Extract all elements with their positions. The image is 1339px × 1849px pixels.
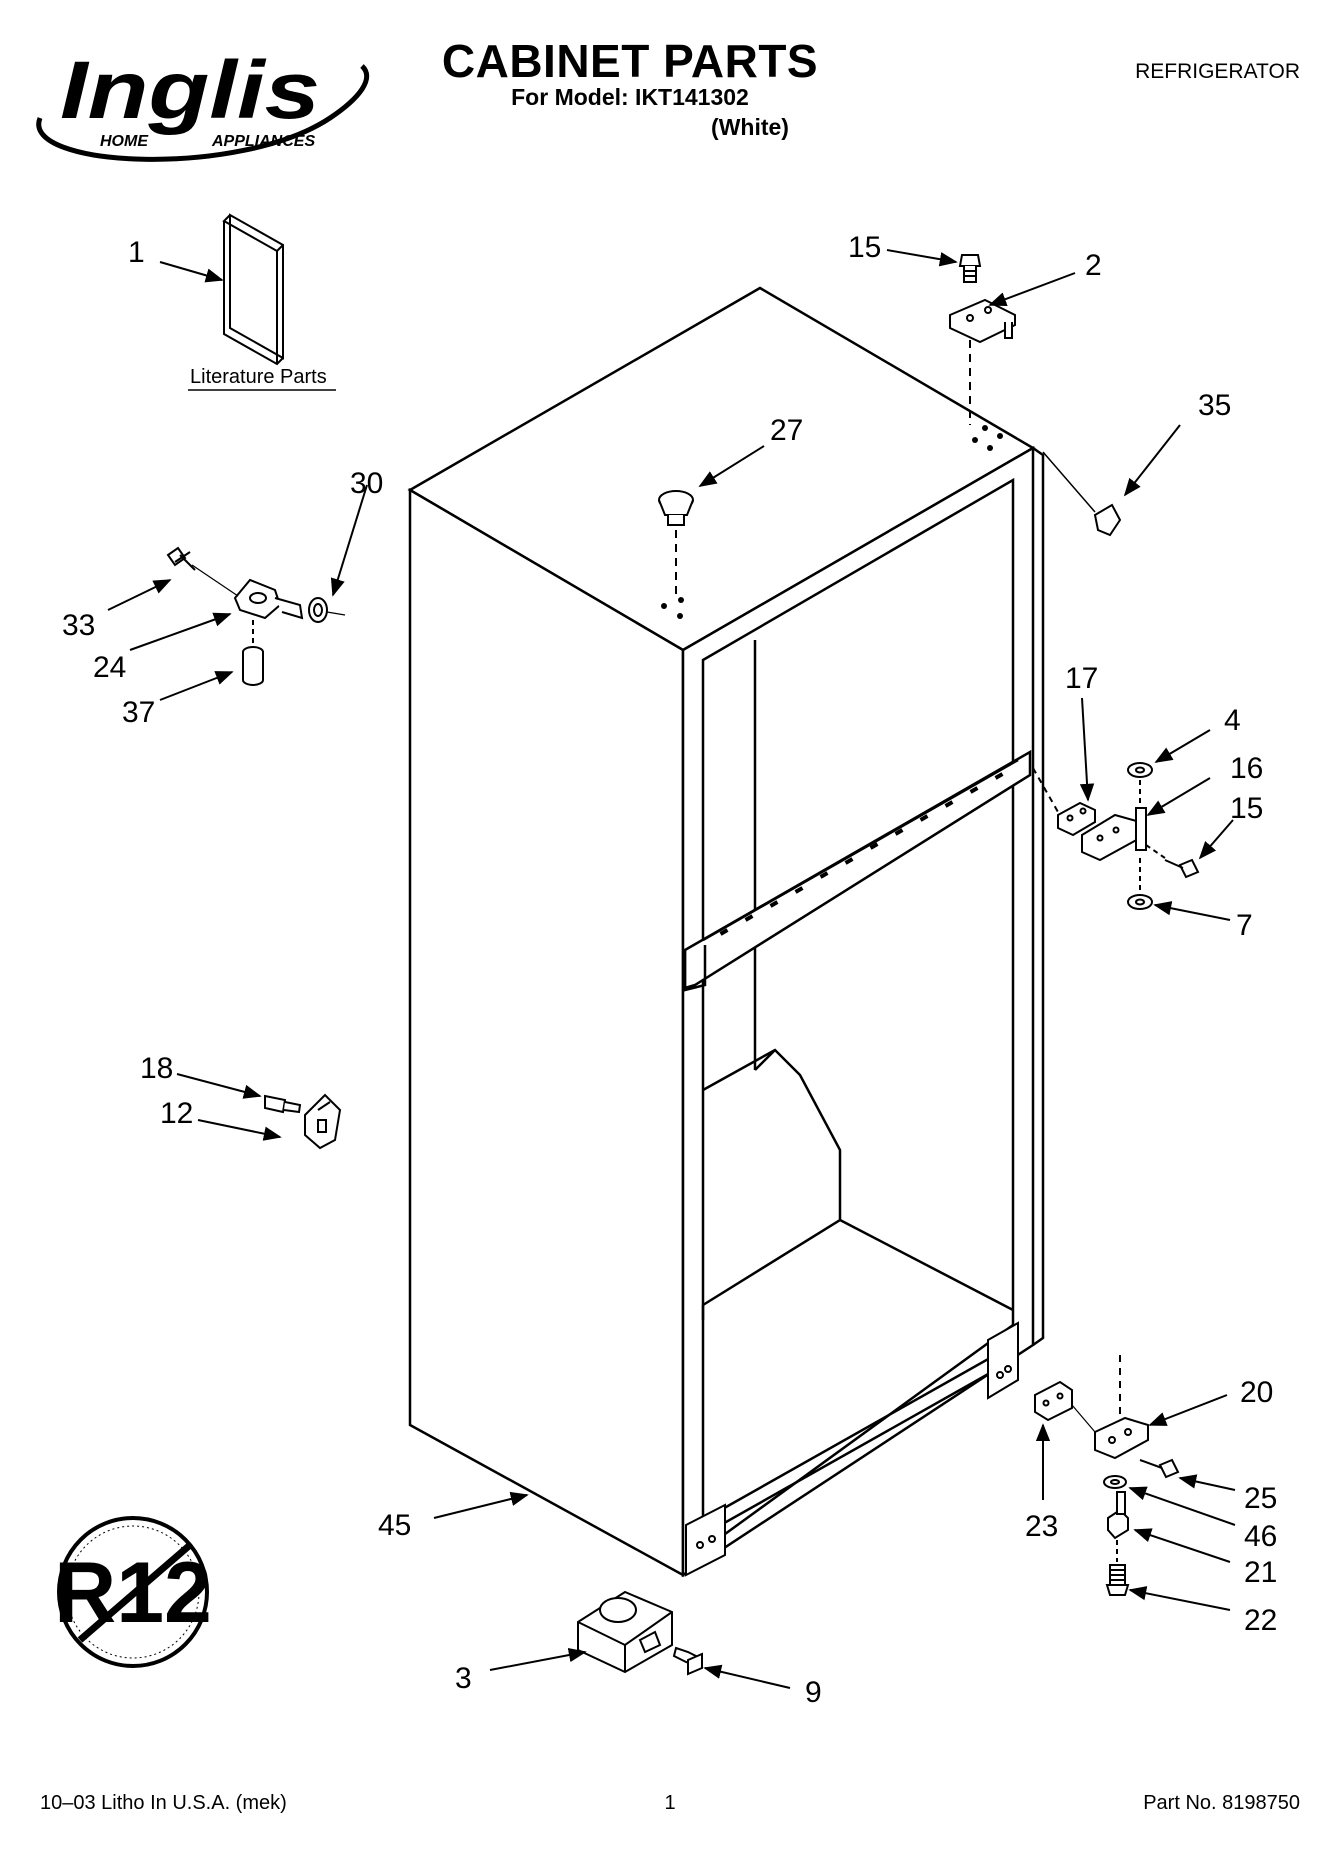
refrigerator-cabinet bbox=[407, 286, 1045, 1578]
part-30-roller bbox=[308, 597, 346, 623]
part-35-cap bbox=[1042, 451, 1122, 537]
callout-21: 21 bbox=[1244, 1556, 1277, 1589]
callout-7: 7 bbox=[1236, 909, 1253, 942]
callout-33: 33 bbox=[62, 609, 95, 642]
part-22-screw bbox=[1105, 1540, 1130, 1596]
part-23-shim bbox=[1034, 1380, 1073, 1422]
part-2-top-hinge bbox=[949, 298, 1016, 425]
callout-numbers: 1 15 2 27 35 30 33 24 37 17 4 16 15 7 18… bbox=[62, 231, 1277, 1709]
literature-caption: Literature Parts bbox=[190, 366, 327, 388]
part-17-shim bbox=[1032, 767, 1096, 837]
callout-22: 22 bbox=[1244, 1604, 1277, 1637]
callout-16: 16 bbox=[1230, 752, 1263, 785]
callout-24: 24 bbox=[93, 651, 126, 684]
callout-27: 27 bbox=[770, 414, 803, 447]
part-number: Part No. 8198750 bbox=[1143, 1792, 1300, 1814]
logo-sub-appliances: APPLIANCES bbox=[211, 133, 315, 150]
color-line: (White) bbox=[711, 114, 789, 140]
callout-17: 17 bbox=[1065, 662, 1098, 695]
callout-9: 9 bbox=[805, 1676, 822, 1709]
callout-1: 1 bbox=[128, 236, 145, 269]
category-label: REFRIGERATOR bbox=[1135, 60, 1300, 83]
callout-45: 45 bbox=[378, 1509, 411, 1542]
inglis-logo: Inglis HOME APPLIANCES bbox=[36, 45, 370, 162]
model-line: For Model: IKT141302 bbox=[511, 84, 749, 110]
logo-sub-home: HOME bbox=[100, 133, 149, 150]
literature-booklet bbox=[222, 213, 284, 366]
part-15-screw-top bbox=[958, 254, 982, 283]
callout-3: 3 bbox=[455, 1662, 472, 1695]
part-16-hinge bbox=[1081, 807, 1147, 862]
part-12-bracket bbox=[304, 1093, 342, 1150]
callout-25: 25 bbox=[1244, 1482, 1277, 1515]
callout-23: 23 bbox=[1025, 1510, 1058, 1543]
part-7-washer bbox=[1127, 858, 1153, 910]
part-18-screw bbox=[264, 1094, 302, 1114]
part-33-screw bbox=[166, 546, 196, 571]
part-3-roller-assembly bbox=[577, 1590, 673, 1674]
no-r12-symbol: R12 bbox=[54, 1516, 212, 1668]
callout-4: 4 bbox=[1224, 704, 1241, 737]
print-info: 10–03 Litho In U.S.A. (mek) bbox=[40, 1792, 287, 1814]
callout-12: 12 bbox=[160, 1097, 193, 1130]
part-4-washer bbox=[1127, 762, 1153, 805]
mullion-slots bbox=[719, 772, 1004, 936]
part-9-screw bbox=[672, 1646, 703, 1676]
part-37-spacer bbox=[242, 620, 264, 686]
leader-lines bbox=[107, 249, 1236, 1689]
callout-15-mid: 15 bbox=[1230, 792, 1263, 825]
callout-30: 30 bbox=[350, 467, 383, 500]
logo-wordmark: Inglis bbox=[60, 45, 320, 136]
part-24-bracket bbox=[191, 564, 304, 620]
part-15-screw-mid bbox=[1145, 844, 1200, 879]
part-20-hinge bbox=[1071, 1355, 1149, 1460]
callout-15-top: 15 bbox=[848, 231, 881, 264]
page-number: 1 bbox=[664, 1792, 676, 1814]
callout-18: 18 bbox=[140, 1052, 173, 1085]
callout-2: 2 bbox=[1085, 249, 1102, 282]
bottom-corner-bracket bbox=[685, 1321, 1019, 1577]
part-21-pin bbox=[1107, 1491, 1129, 1540]
callout-37: 37 bbox=[122, 696, 155, 729]
part-46-washer bbox=[1103, 1475, 1127, 1489]
logo-swoosh bbox=[36, 64, 370, 162]
callout-20: 20 bbox=[1240, 1376, 1273, 1409]
part-27-plug bbox=[658, 490, 694, 595]
part-25-screw bbox=[1139, 1458, 1180, 1479]
page-title: CABINET PARTS bbox=[441, 35, 819, 87]
top-holes bbox=[661, 425, 1003, 619]
callout-46: 46 bbox=[1244, 1520, 1277, 1553]
callout-35: 35 bbox=[1198, 389, 1231, 422]
